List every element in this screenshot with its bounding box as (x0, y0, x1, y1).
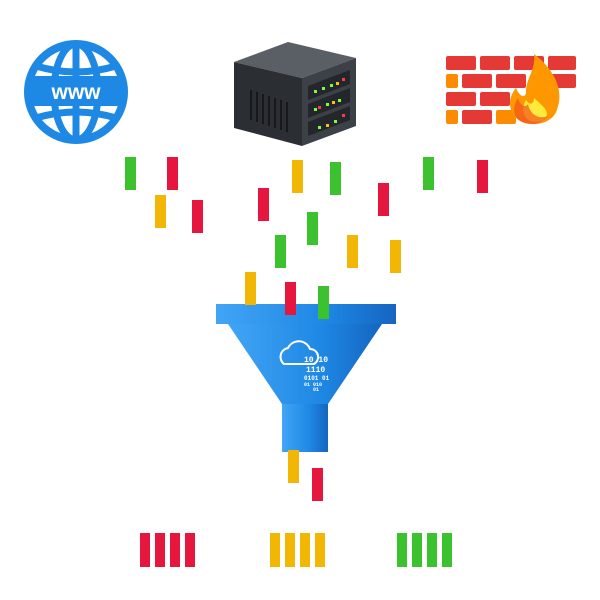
data-bit-red (192, 200, 203, 233)
filtered-bit-yellow (288, 450, 299, 483)
data-bit-green (330, 162, 341, 195)
filtered-bit-red (312, 468, 323, 501)
svg-text:0101 01: 0101 01 (304, 375, 330, 382)
data-bit-green (423, 157, 434, 190)
sorted-bit-yellow (285, 533, 295, 567)
data-bit-yellow (155, 195, 166, 228)
sorted-bit-green (397, 533, 407, 567)
svg-text:01 010: 01 010 (304, 382, 322, 388)
svg-text:1110: 1110 (306, 366, 325, 375)
data-bit-green (307, 212, 318, 245)
sorted-bit-green (442, 533, 452, 567)
globe-www-icon: www (24, 40, 128, 144)
sorted-bit-green (412, 533, 422, 567)
sorted-bit-yellow (315, 533, 325, 567)
sorted-bit-red (170, 533, 180, 567)
sorted-bit-yellow (270, 533, 280, 567)
data-bit-yellow (245, 272, 256, 305)
data-bit-red (167, 157, 178, 190)
server-rack-icon (234, 42, 356, 146)
data-bit-red (285, 282, 296, 315)
firewall-icon (446, 54, 576, 124)
filter-funnel: 10 10 1110 0101 01 01 010 01 (216, 304, 396, 452)
www-label: www (50, 81, 101, 104)
sorted-bit-red (155, 533, 165, 567)
data-bit-yellow (292, 160, 303, 193)
data-bit-green (125, 157, 136, 190)
data-bit-green (318, 286, 329, 319)
svg-text:01: 01 (313, 387, 319, 393)
sorted-bit-green (427, 533, 437, 567)
binary-code: 10 10 1110 0101 01 01 010 01 (304, 356, 330, 393)
data-bit-red (378, 183, 389, 216)
data-bit-red (258, 188, 269, 221)
sorted-bit-yellow (300, 533, 310, 567)
data-bit-yellow (390, 240, 401, 273)
data-bit-yellow (347, 235, 358, 268)
data-bit-red (477, 160, 488, 193)
svg-text:10 10: 10 10 (304, 356, 328, 365)
sorted-bit-red (140, 533, 150, 567)
sorted-bit-red (185, 533, 195, 567)
cloud-icon (279, 340, 320, 365)
data-bit-green (275, 235, 286, 268)
